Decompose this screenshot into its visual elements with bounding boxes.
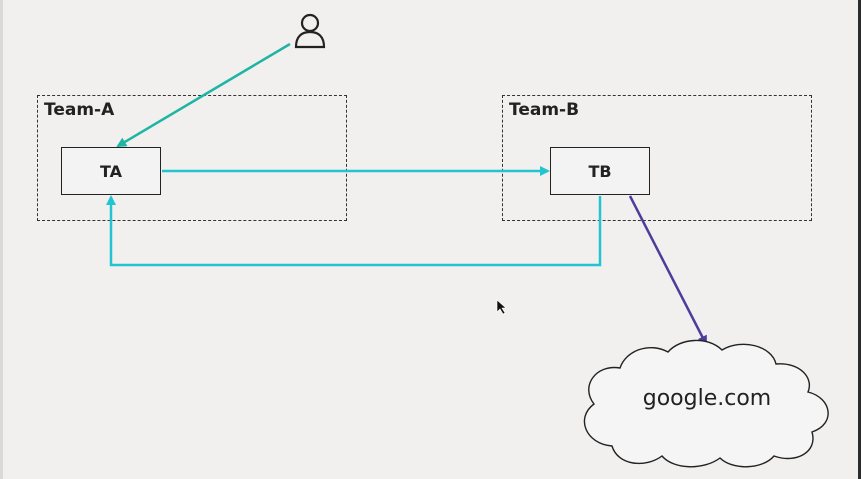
mouse-pointer-icon (496, 299, 507, 315)
right-scrollbar-edge (858, 0, 861, 479)
node-tb[interactable]: TB (550, 147, 650, 195)
arrow-tb-to-ta[interactable] (106, 195, 602, 267)
node-tb-label: TB (588, 161, 612, 181)
group-team-a-label: Team-A (44, 100, 115, 120)
group-team-b-label: Team-B (509, 100, 580, 120)
left-window-edge (0, 0, 3, 479)
arrow-user-to-ta[interactable] (116, 42, 291, 148)
node-ta-label: TA (99, 161, 123, 181)
user-icon (294, 13, 326, 49)
node-ta[interactable]: TA (61, 147, 161, 195)
cloud-shape[interactable] (583, 339, 829, 468)
arrow-tb-to-google[interactable] (628, 195, 708, 346)
group-team-b[interactable]: Team-B (502, 95, 812, 221)
cloud-label: google.com (642, 386, 772, 411)
group-team-a[interactable]: Team-A (37, 95, 347, 221)
